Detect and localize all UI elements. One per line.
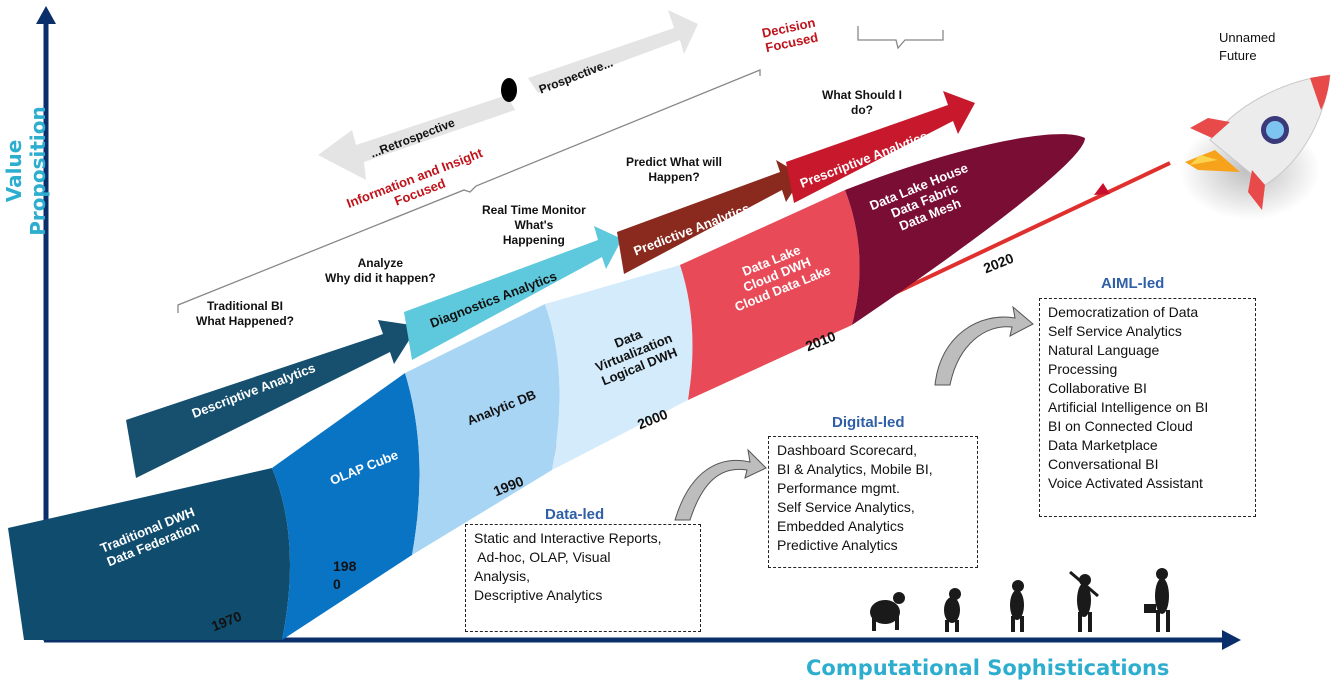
- x-axis-arrowhead: [1222, 630, 1241, 650]
- analytics-arrows: [126, 10, 975, 478]
- arrow-diagnostics-analytics: [404, 226, 622, 360]
- era-data-lake: [680, 190, 860, 400]
- stage-title-data-led: Data-led: [545, 506, 605, 523]
- stage-box-digital-led: Dashboard Scorecard, BI & Analytics, Mob…: [768, 436, 978, 568]
- brace-insight: [177, 69, 761, 313]
- y-axis-label: Value Proposition: [2, 106, 50, 236]
- curved-arrow-icon: [674, 448, 767, 521]
- arrow-predictive-analytics: [617, 160, 803, 274]
- era-olap-cube: [272, 373, 420, 640]
- curved-arrow-icon: [934, 305, 1034, 386]
- evolution-figures-icon: [870, 568, 1170, 632]
- stage-box-data-led: Static and Interactive Reports, Ad-hoc, …: [465, 524, 701, 632]
- year-label-1980: 198 0: [333, 558, 357, 592]
- x-axis-label: Computational Sophistications: [806, 656, 1170, 680]
- arrow-descriptive-analytics: [126, 320, 418, 478]
- brace-decision: [857, 26, 944, 50]
- timeline-marker: [1094, 183, 1110, 195]
- era-analytic-db: [405, 304, 560, 555]
- era-data-lake-house: [845, 134, 1085, 325]
- y-axis-arrowhead: [36, 6, 56, 24]
- stage-title-aiml-led: AIML-led: [1101, 275, 1165, 292]
- stage-box-aiml-led: Democratization of Data Self Service Ana…: [1039, 298, 1256, 517]
- curved-arrows: [674, 305, 1034, 521]
- stage-title-digital-led: Digital-led: [832, 414, 905, 431]
- focus-divider-dot: [501, 78, 517, 102]
- braces: [177, 26, 944, 313]
- arrow-prospective: [528, 10, 698, 93]
- era-traditional-dwh: [8, 468, 290, 640]
- arrow-retrospective: [318, 95, 515, 180]
- era-band: [8, 134, 1085, 640]
- rocket-icon: [1180, 74, 1331, 220]
- era-data-virtualization: [545, 265, 693, 470]
- arrow-prescriptive-analytics: [786, 91, 975, 203]
